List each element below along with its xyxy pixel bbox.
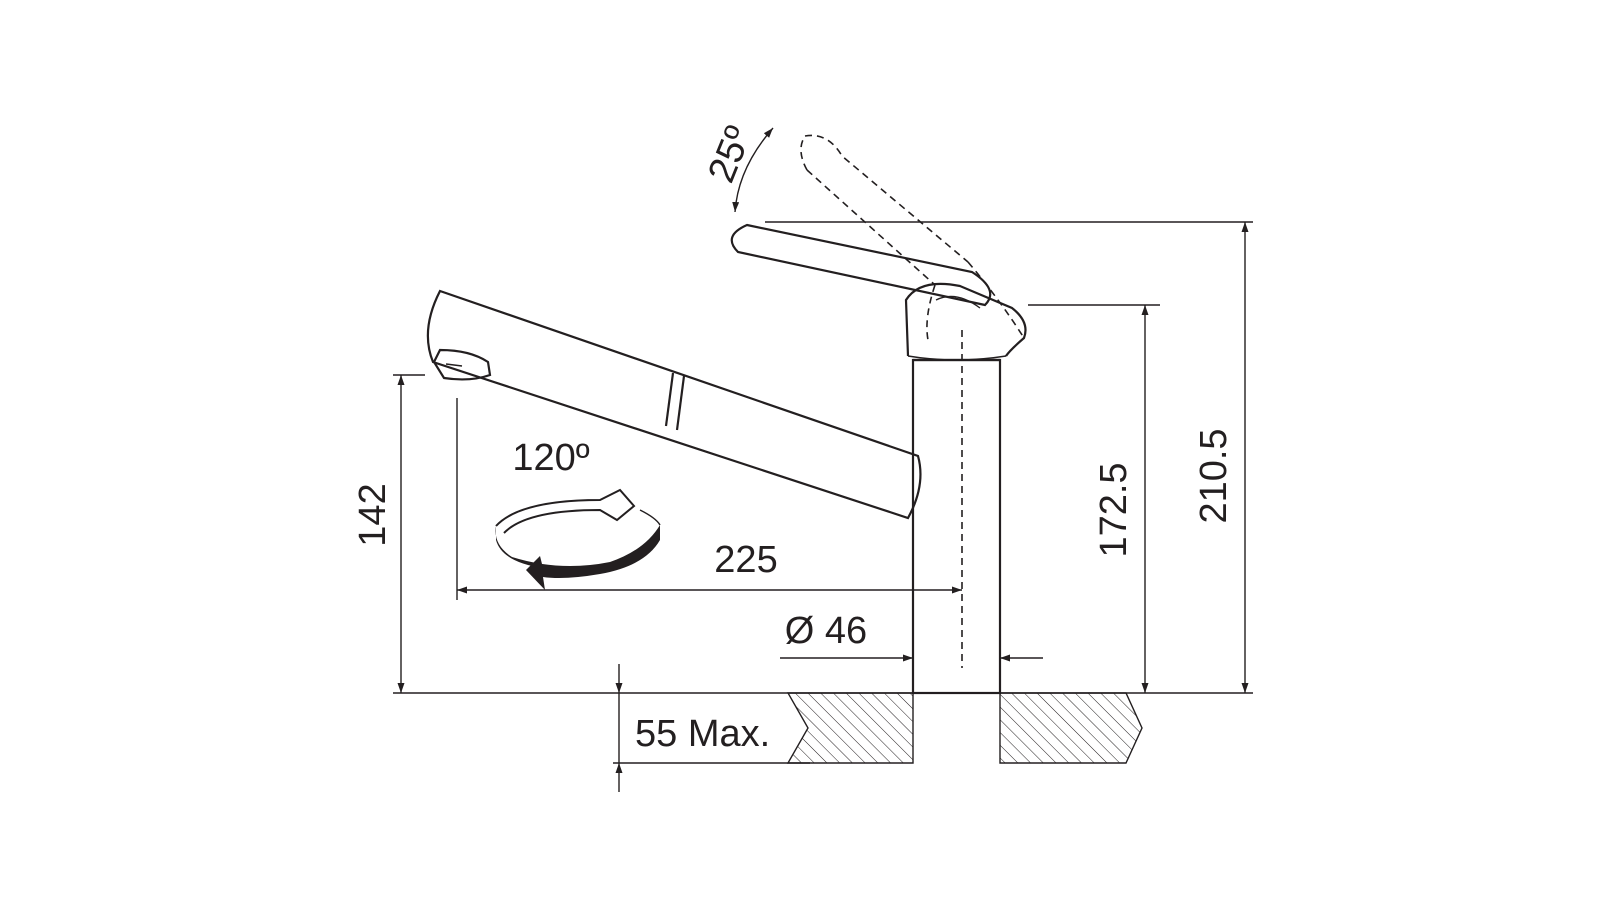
countertop-left <box>786 692 914 764</box>
lever-joint <box>904 282 1027 357</box>
spout-aerator <box>432 348 492 381</box>
countertop-right <box>999 692 1143 764</box>
dim-spout-reach: 225 <box>714 539 777 581</box>
dim-body-height: 172.5 <box>1093 462 1135 557</box>
dim-total-height: 210.5 <box>1193 428 1235 523</box>
rotation-arrow-icon <box>495 488 661 590</box>
dim-swivel-angle: 120º <box>512 437 589 479</box>
dim-handle-angle: 25º <box>700 120 760 188</box>
lever-handle-closed <box>730 223 992 307</box>
dim-spout-height: 142 <box>352 483 394 546</box>
dim-body-diameter: Ø 46 <box>785 610 867 652</box>
lever-handle-open <box>800 134 1025 341</box>
dim-counter-thickness: 55 Max. <box>635 713 770 755</box>
faucet-body <box>907 355 1007 695</box>
angle-arc <box>732 127 774 213</box>
faucet-spout <box>426 289 922 520</box>
